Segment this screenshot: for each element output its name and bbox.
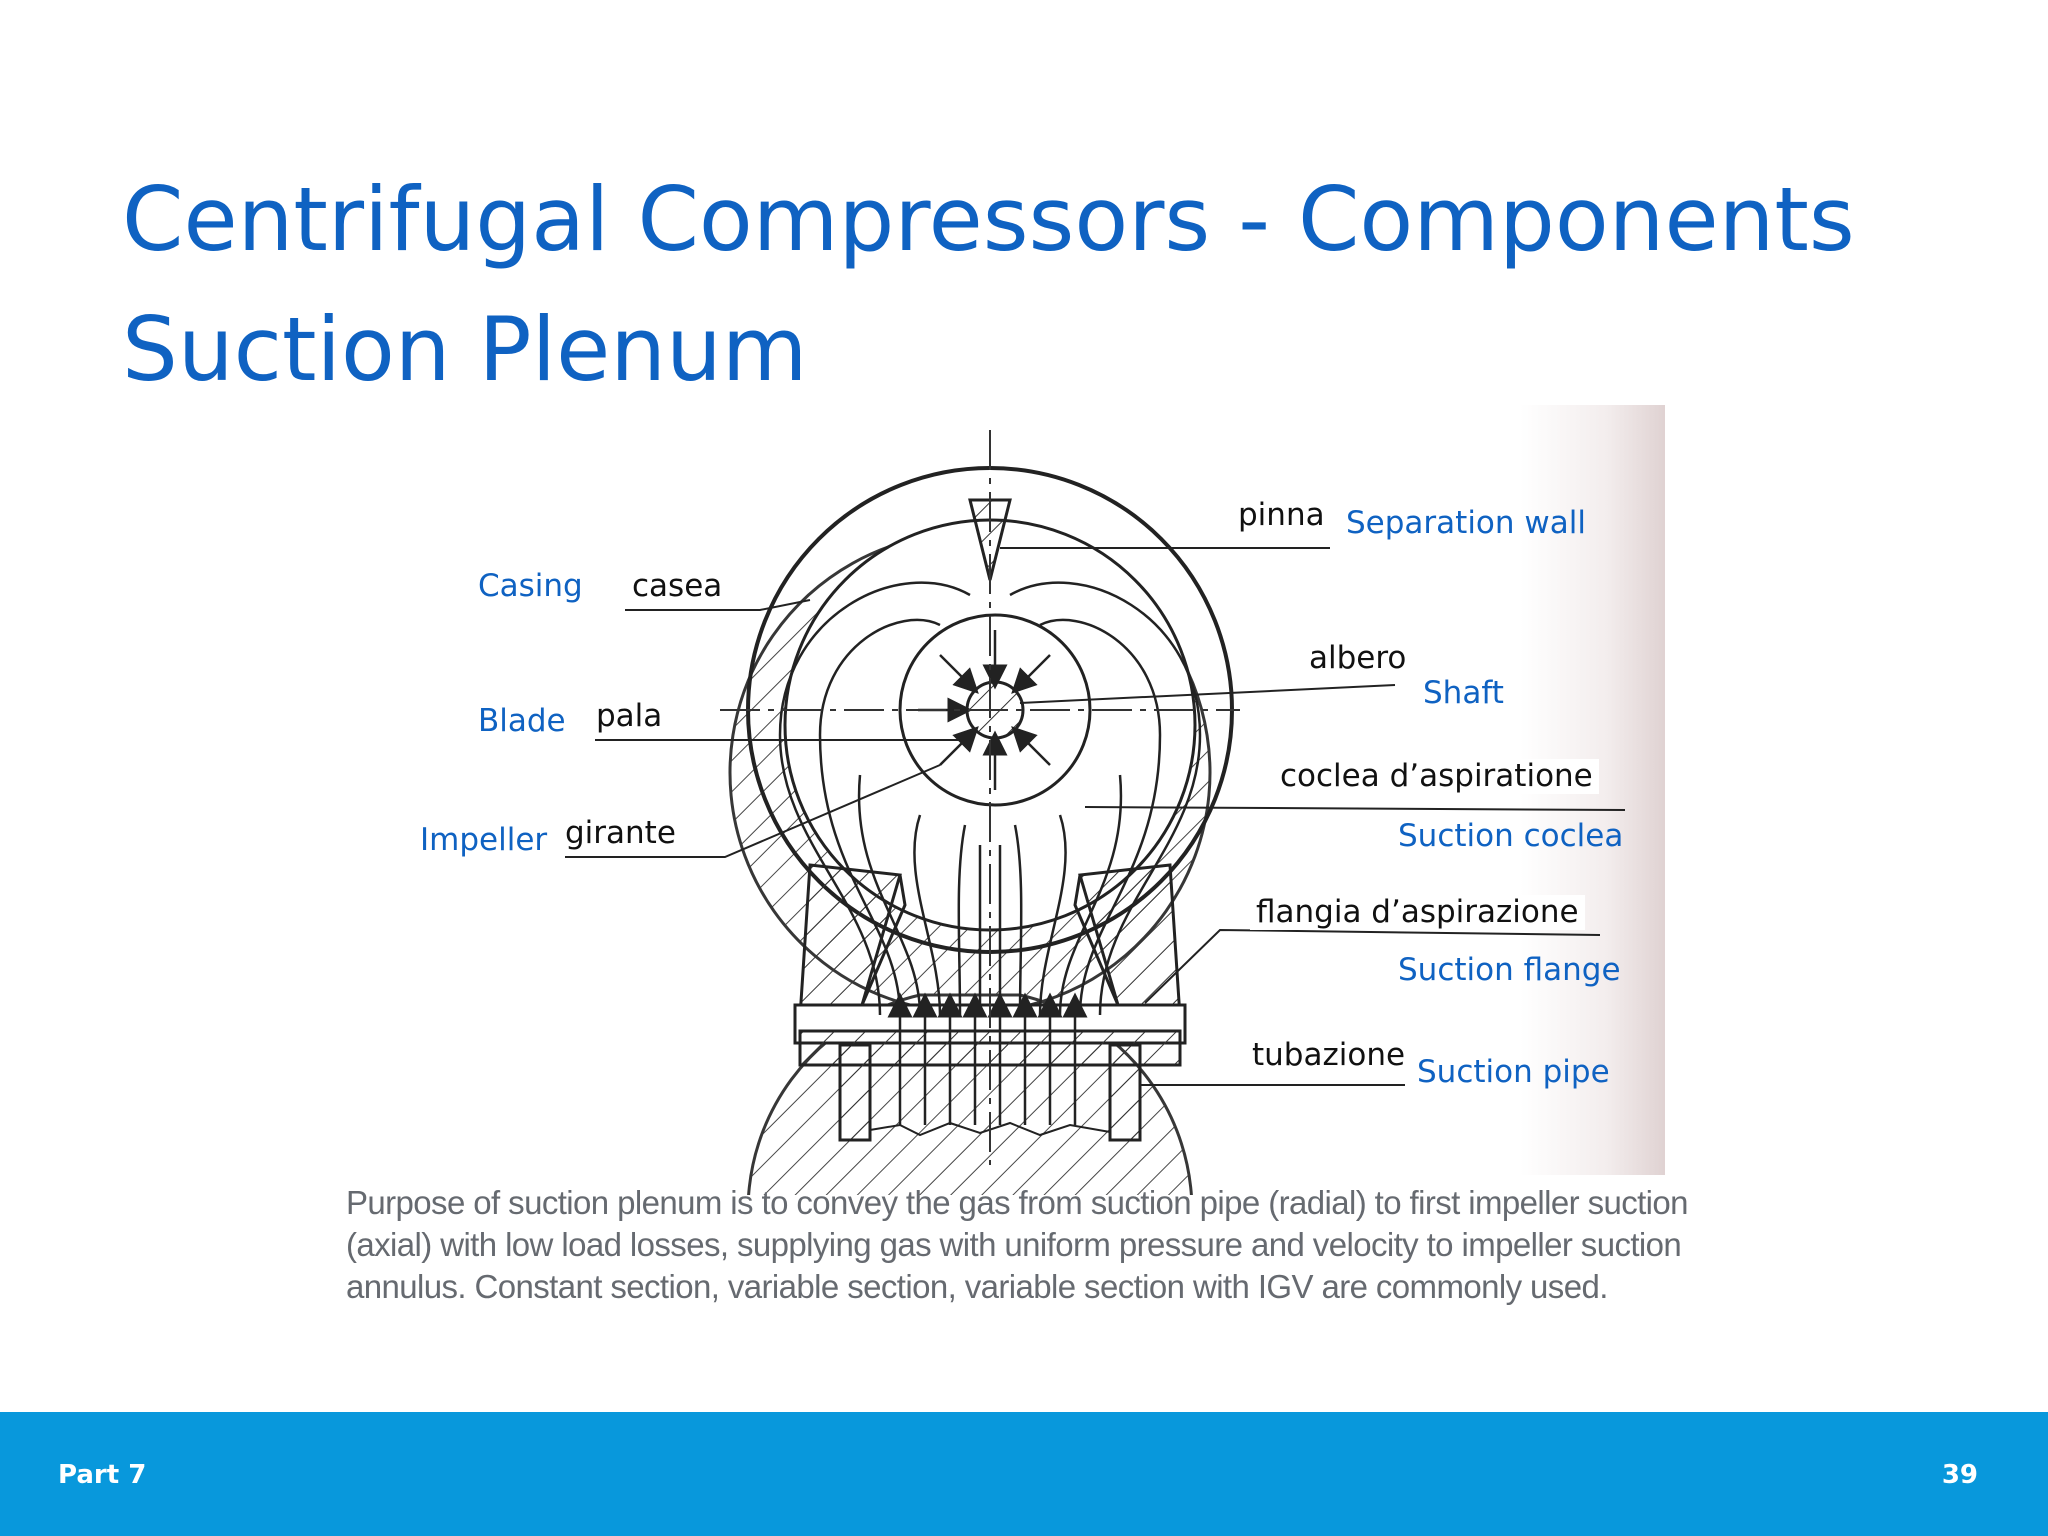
label-casing-it: casea bbox=[632, 568, 723, 604]
label-pipe-it: tubazione bbox=[1252, 1037, 1406, 1073]
suction-plenum-diagram: Casing casea Blade pala Impeller girante… bbox=[340, 405, 1665, 1355]
label-shaft-it: albero bbox=[1309, 640, 1407, 676]
flow-lines bbox=[778, 581, 1202, 1016]
label-flange-en: Suction flange bbox=[1398, 952, 1621, 988]
label-coclea-it: coclea d’aspiratione bbox=[1274, 759, 1599, 794]
label-impeller-en: Impeller bbox=[420, 822, 548, 858]
leader-lines bbox=[565, 547, 1626, 1086]
page-number: 39 bbox=[1941, 1460, 1978, 1490]
label-separation-en: Separation wall bbox=[1346, 505, 1586, 541]
slide-title: Centrifugal Compressors - Components bbox=[122, 168, 1855, 271]
label-coclea-en: Suction coclea bbox=[1398, 818, 1624, 854]
pipe-break bbox=[869, 1121, 1111, 1137]
label-impeller-it: girante bbox=[565, 815, 676, 851]
label-pipe-en: Suction pipe bbox=[1417, 1054, 1610, 1090]
pipe-flow-arrows bbox=[887, 992, 1088, 1125]
footer-part-label: Part 7 bbox=[58, 1460, 147, 1490]
label-blade-it: pala bbox=[596, 698, 663, 734]
pipe-wall-left bbox=[838, 1043, 872, 1142]
cross-section-drawing bbox=[565, 430, 1626, 1195]
pipe-wall-right bbox=[1108, 1043, 1142, 1142]
slide-subtitle: Suction Plenum bbox=[122, 298, 808, 401]
label-flange-it: flangia d’aspirazione bbox=[1250, 895, 1585, 930]
label-casing-en: Casing bbox=[478, 568, 583, 604]
slide-footer: Part 7 39 bbox=[0, 1412, 2048, 1536]
diagram-caption: Purpose of suction plenum is to convey t… bbox=[346, 1184, 1689, 1305]
label-shaft-en: Shaft bbox=[1423, 675, 1504, 711]
label-separation-it: pinna bbox=[1238, 497, 1325, 533]
label-blade-en: Blade bbox=[478, 703, 566, 739]
